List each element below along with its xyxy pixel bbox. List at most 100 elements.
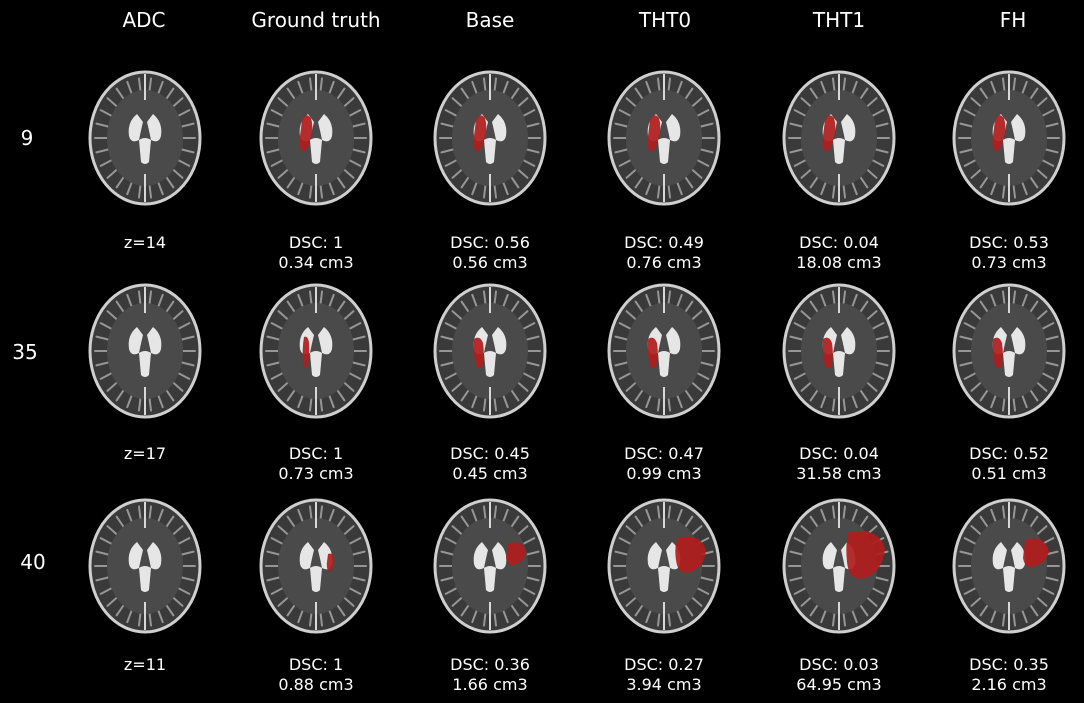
sulcus-line: [308, 182, 313, 199]
sulcus-line: [277, 97, 291, 109]
sulcus-line: [148, 77, 153, 94]
sulcus-line: [95, 335, 112, 341]
lesion-volume: 0.76 cm3: [626, 253, 702, 272]
slice-index: z=11: [123, 655, 167, 674]
sulcus-line: [126, 508, 134, 524]
sulcus-line: [800, 595, 814, 607]
dsc-score: DSC: 0.49: [624, 233, 704, 252]
sulcus-line: [170, 380, 184, 392]
lesion-overlay: [675, 536, 706, 573]
sulcus-line: [614, 550, 631, 556]
lesion-overlay: [302, 336, 310, 368]
sulcus-line: [858, 387, 869, 402]
sulcus-line: [979, 174, 990, 189]
sulcus-line: [656, 395, 661, 412]
brain-panel-tht0: [604, 70, 724, 206]
brain-panel-base: [430, 498, 550, 634]
sulcus-line: [1042, 122, 1059, 128]
caption-adc: z=17: [65, 444, 225, 464]
dsc-score: DSC: 1: [288, 444, 344, 463]
sulcus-line: [501, 608, 509, 624]
sulcus-line: [789, 550, 806, 556]
sulcus-line: [800, 167, 814, 179]
sulcus-line: [178, 148, 195, 154]
sulcus-line: [614, 576, 631, 582]
third-ventricle: [310, 566, 322, 592]
sulcus-line: [656, 182, 661, 199]
sulcus-line: [440, 122, 457, 128]
sulcus-line: [286, 602, 297, 617]
sulcus-line: [501, 180, 509, 196]
sulcus-line: [451, 167, 465, 179]
sulcus-line: [451, 310, 465, 322]
dsc-score: DSC: 0.47: [624, 444, 704, 463]
sulcus-line: [809, 174, 820, 189]
brain-panel-adc: [85, 70, 205, 206]
column-header-fh: FH: [999, 8, 1027, 32]
sulcus-line: [115, 515, 126, 530]
sulcus-line: [1042, 335, 1059, 341]
sulcus-line: [520, 322, 536, 331]
brain-panel-ground-truth: [256, 498, 376, 634]
sulcus-line: [460, 174, 471, 189]
sulcus-line: [990, 393, 998, 409]
sulcus-line: [349, 335, 366, 341]
sulcus-line: [106, 380, 120, 392]
sulcus-line: [515, 380, 529, 392]
sulcus-line: [1001, 77, 1006, 94]
sulcus-line: [820, 293, 828, 309]
sulcus-line: [482, 505, 487, 522]
sulcus-line: [115, 174, 126, 189]
sulcus-line: [675, 608, 683, 624]
sulcus-line: [656, 610, 661, 627]
sulcus-line: [697, 576, 714, 582]
sulcus-line: [308, 610, 313, 627]
sulcus-line: [341, 167, 355, 179]
sulcus-line: [800, 380, 814, 392]
sulcus-line: [95, 576, 112, 582]
brain-scan-svg: [259, 498, 373, 634]
sulcus-line: [444, 586, 460, 595]
sulcus-line: [831, 610, 836, 627]
sulcus-line: [789, 122, 806, 128]
sulcus-line: [509, 387, 520, 402]
sulcus-line: [1039, 109, 1055, 118]
lesion-overlay: [326, 553, 334, 572]
sulcus-line: [515, 167, 529, 179]
caption-adc: z=14: [65, 233, 225, 253]
sulcus-line: [115, 387, 126, 402]
sulcus-line: [1020, 608, 1028, 624]
sulcus-line: [963, 322, 979, 331]
brain-scan-svg: [433, 70, 547, 206]
sulcus-line: [831, 395, 836, 412]
sulcus-line: [493, 182, 498, 199]
sulcus-line: [959, 335, 976, 341]
sulcus-line: [1042, 361, 1059, 367]
brain-scan-svg: [607, 70, 721, 206]
lesion-volume: 0.56 cm3: [452, 253, 528, 272]
sulcus-line: [1012, 182, 1017, 199]
lesion-overlay: [473, 115, 487, 152]
sulcus-line: [675, 508, 683, 524]
sulcus-line: [99, 158, 115, 167]
sulcus-line: [959, 576, 976, 582]
sulcus-line: [493, 610, 498, 627]
sulcus-line: [793, 371, 809, 380]
sulcus-line: [515, 525, 529, 537]
right-ventricle: [147, 327, 162, 355]
sulcus-line: [645, 608, 653, 624]
sulcus-line: [126, 393, 134, 409]
sulcus-line: [667, 77, 672, 94]
sulcus-line: [346, 586, 362, 595]
sulcus-line: [444, 371, 460, 380]
sulcus-line: [460, 300, 471, 315]
sulcus-line: [99, 586, 115, 595]
sulcus-line: [625, 310, 639, 322]
dsc-score: DSC: 0.35: [969, 655, 1049, 674]
sulcus-line: [625, 525, 639, 537]
sulcus-line: [106, 310, 120, 322]
lesion-volume: 0.51 cm3: [971, 464, 1047, 483]
sulcus-line: [683, 602, 694, 617]
sulcus-line: [618, 537, 634, 546]
